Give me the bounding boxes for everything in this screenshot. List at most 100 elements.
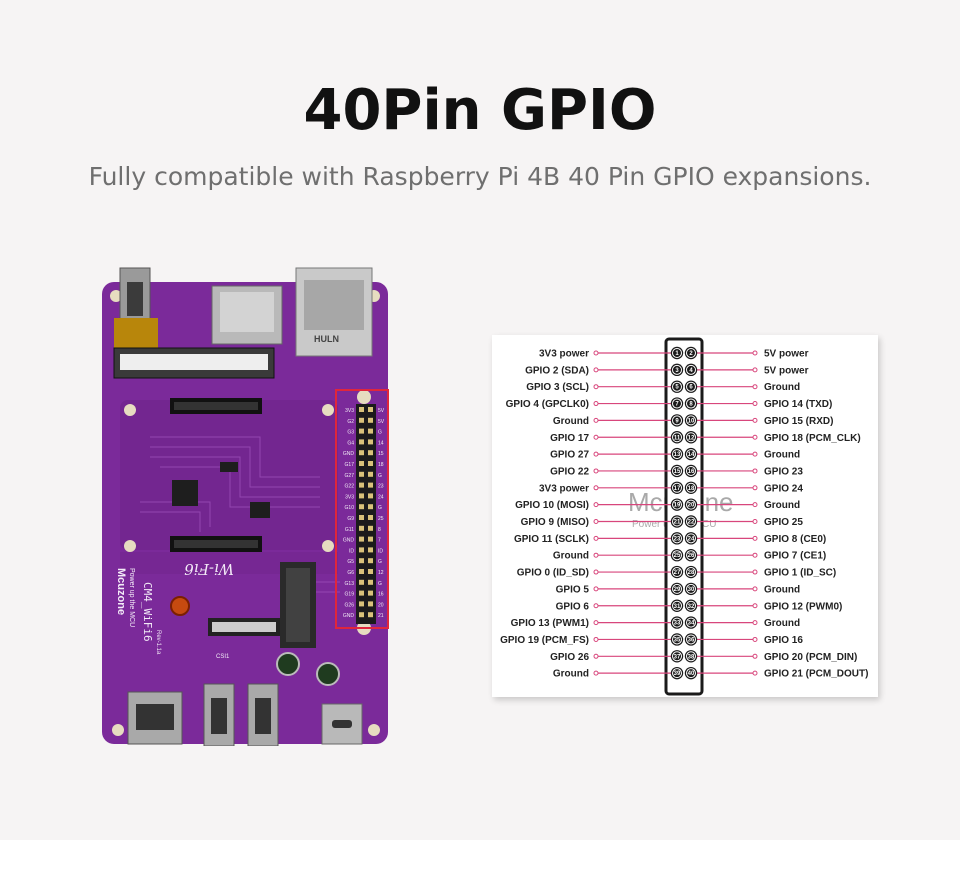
pin-line-dot xyxy=(752,670,758,676)
chip-1 xyxy=(172,480,198,506)
pin-label-right: Ground xyxy=(764,584,800,595)
pin-label-right: GPIO 25 xyxy=(764,517,803,528)
pin-label-left: GPIO 9 (MISO) xyxy=(521,517,589,528)
pin-number: 40 xyxy=(688,671,695,677)
pin-label-right: GPIO 20 (PCM_DIN) xyxy=(764,652,857,663)
pin-label-right: GPIO 24 xyxy=(764,483,803,494)
board-pin-label-left: GND xyxy=(343,613,355,619)
pin-label-right: Ground xyxy=(764,618,800,629)
pin-line-dot xyxy=(593,603,599,609)
pin-line-dot xyxy=(752,434,758,440)
board-pin-label-right: G xyxy=(378,581,382,587)
pin-label-right: GPIO 18 (PCM_CLK) xyxy=(764,433,861,444)
board-pin-label-left: G10 xyxy=(345,505,355,511)
board-pin-label-right: 25 xyxy=(378,516,384,522)
pin-circle xyxy=(687,466,695,475)
gpio-pin xyxy=(359,428,364,434)
gpio-pin xyxy=(368,525,373,531)
board-pin-label-right: 18 xyxy=(378,462,384,468)
board-pin-label-right: ID xyxy=(378,548,383,554)
pin-number: 9 xyxy=(675,418,679,424)
pin-label-right: GPIO 23 xyxy=(764,466,803,477)
pin-number: 7 xyxy=(675,402,679,408)
brand-label: Mcuzone xyxy=(115,568,127,615)
pin-circle xyxy=(673,399,681,408)
pin-circle xyxy=(673,500,681,509)
pin-line-dot xyxy=(593,519,599,524)
pin-number: 14 xyxy=(688,452,695,458)
board-pin-label-left: 3V3 xyxy=(345,494,354,500)
pin-label-left: 3V3 power xyxy=(539,483,589,494)
pin-label-right: Ground xyxy=(764,382,800,393)
pin-label-right: GPIO 14 (TXD) xyxy=(764,399,832,410)
reset-button xyxy=(170,596,190,616)
pin-line-dot xyxy=(593,434,599,440)
gpio-pin xyxy=(368,461,373,466)
pin-label-right: GPIO 1 (ID_SC) xyxy=(764,568,836,579)
pin-circle xyxy=(687,450,695,459)
gpio-pin xyxy=(359,450,364,456)
pin-number: 16 xyxy=(688,469,695,475)
pin-number: 37 xyxy=(674,654,681,660)
pin-number: 19 xyxy=(674,503,681,509)
pin-line-dot xyxy=(593,468,599,474)
pin-label-right: 5V power xyxy=(764,349,809,360)
pin-circle xyxy=(687,584,695,593)
board-pin-label-right: 5V xyxy=(378,408,385,414)
pin-label-left: GPIO 4 (GPCLK0) xyxy=(506,399,589,410)
pin-circle xyxy=(673,669,681,678)
pin-circle xyxy=(673,450,681,459)
pin-circle xyxy=(673,416,681,425)
gpio-pin xyxy=(368,471,373,477)
board-pin-label-left: G5 xyxy=(347,559,354,565)
pin-label-left: GPIO 0 (ID_SD) xyxy=(517,568,589,579)
pin-line-dot xyxy=(593,451,599,457)
pin-label-right: Ground xyxy=(764,450,800,461)
pin-number: 23 xyxy=(674,536,681,542)
pin-label-left: GPIO 19 (PCM_FS) xyxy=(500,635,589,646)
pin-circle xyxy=(673,466,681,475)
board-pin-label-right: 24 xyxy=(378,494,384,500)
pin-circle xyxy=(673,635,681,644)
pin-number: 39 xyxy=(674,671,681,677)
board-pin-label-right: G xyxy=(378,430,382,436)
gpio-pin xyxy=(368,493,373,499)
board-pin-label-right: G xyxy=(378,559,382,565)
board-pin-label-right: 20 xyxy=(378,602,384,608)
board-image: HULN Wi-Fi6 CM4_WiFi6 Rev-1.1a Mcuzone P… xyxy=(100,262,392,747)
board-pin-label-right: 12 xyxy=(378,570,384,576)
pin-circle xyxy=(687,365,695,374)
pin-number: 27 xyxy=(674,570,681,576)
tagline-label: Power up the MCU xyxy=(128,568,135,627)
gpio-pin xyxy=(359,547,364,553)
pin-line-dot xyxy=(593,552,599,558)
pin-label-left: GPIO 17 xyxy=(550,433,589,444)
pin-number: 13 xyxy=(674,452,681,458)
pin-label-right: GPIO 21 (PCM_DOUT) xyxy=(764,669,868,680)
gpio-pin xyxy=(359,417,364,423)
gpio-pin xyxy=(368,439,373,445)
board-pin-label-left: 3V3 xyxy=(345,408,354,414)
pin-line-dot xyxy=(752,502,758,508)
pin-line-dot xyxy=(752,417,758,423)
pin-number: 2 xyxy=(689,351,693,357)
pin-number: 38 xyxy=(688,654,695,660)
pin-line-dot xyxy=(752,552,758,558)
pin-line-dot xyxy=(752,636,758,642)
pin-line-dot xyxy=(593,350,599,356)
pin-label-left: GPIO 26 xyxy=(550,652,589,663)
pin-number: 20 xyxy=(688,503,695,509)
board-pin-label-right: 8 xyxy=(378,527,381,533)
pin-number: 25 xyxy=(674,553,681,559)
pin-label-left: GPIO 13 (PWM1) xyxy=(511,618,589,629)
pin-line-dot xyxy=(752,350,758,356)
pin-line-dot xyxy=(752,468,758,474)
pin-line-dot xyxy=(593,535,599,541)
pin-label-left: GPIO 27 xyxy=(550,450,589,461)
pin-label-left: GPIO 10 (MOSI) xyxy=(515,500,589,511)
pin-line-dot xyxy=(593,620,599,626)
board-pin-label-left: GND xyxy=(343,451,355,457)
board-pin-label-left: G17 xyxy=(345,462,355,468)
board-pin-label-right: G xyxy=(378,505,382,511)
